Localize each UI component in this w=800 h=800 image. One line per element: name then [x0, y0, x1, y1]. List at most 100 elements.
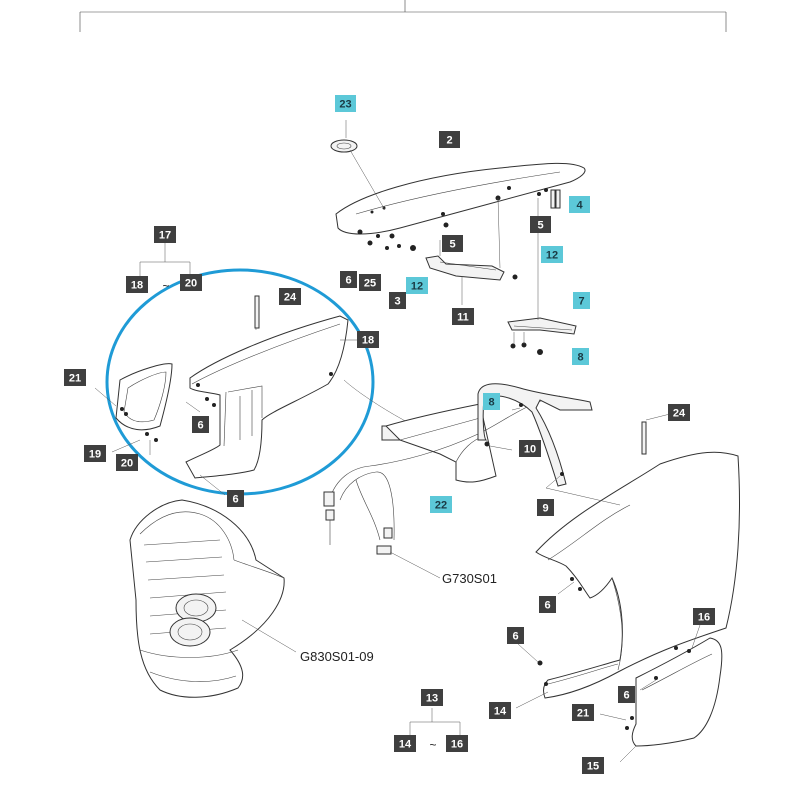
label-6-right-panel: 6: [539, 596, 556, 613]
label-10: 10: [519, 440, 541, 457]
label-6-cover: 6: [618, 686, 635, 703]
bracket-17: [139, 243, 191, 276]
label-6-panel-bottom: 6: [227, 490, 244, 507]
label-21-right: 21: [572, 704, 594, 721]
label-16-range-end: 16: [446, 735, 468, 752]
label-9: 9: [537, 499, 554, 516]
label-20: 20: [116, 454, 138, 471]
label-23: 23: [335, 95, 356, 112]
svg-text:19: 19: [89, 449, 101, 461]
svg-text:7: 7: [578, 296, 584, 308]
lamp-lens-frame: [94, 363, 173, 455]
svg-text:6: 6: [623, 690, 629, 702]
hood-badge: [330, 120, 386, 211]
svg-text:G730S01: G730S01: [442, 571, 497, 586]
front-grille-assembly: [129, 499, 297, 698]
svg-text:6: 6: [197, 420, 203, 432]
svg-text:22: 22: [435, 500, 447, 512]
label-5-center: 5: [442, 235, 463, 252]
label-3: 3: [389, 292, 406, 309]
bracket-13: [409, 708, 461, 736]
label-5-right: 5: [530, 216, 551, 233]
label-13: 13: [421, 689, 443, 706]
svg-text:~: ~: [162, 279, 169, 293]
svg-text:18: 18: [362, 335, 374, 347]
svg-text:21: 21: [577, 708, 589, 720]
svg-text:2: 2: [446, 135, 452, 147]
hood-top-panel: [335, 162, 586, 235]
label-6-panel: 6: [192, 416, 209, 433]
svg-text:12: 12: [411, 281, 423, 293]
svg-text:23: 23: [339, 99, 351, 111]
label-17: 17: [154, 226, 176, 243]
svg-text:15: 15: [587, 761, 599, 773]
svg-text:G830S01-09: G830S01-09: [300, 649, 374, 664]
svg-text:14: 14: [494, 706, 507, 718]
label-18: 18: [357, 331, 379, 348]
label-14-panel: 14: [489, 702, 511, 719]
svg-text:8: 8: [577, 352, 583, 364]
hinge-plate: [507, 198, 577, 355]
tilde-13: ~: [429, 738, 436, 752]
stud-pin-right: [641, 413, 671, 455]
ref-g830s01-09: G830S01-09: [300, 649, 374, 664]
svg-text:17: 17: [159, 230, 171, 242]
lower-side-cover: [599, 624, 723, 763]
svg-text:13: 13: [426, 693, 438, 705]
svg-text:14: 14: [399, 739, 412, 751]
svg-text:6: 6: [232, 494, 238, 506]
center-shroud: [381, 403, 497, 483]
svg-text:8: 8: [488, 397, 494, 409]
label-11: 11: [452, 308, 474, 325]
label-20-range-end: 20: [180, 274, 202, 291]
svg-text:6: 6: [345, 275, 351, 287]
label-24-right: 24: [668, 404, 690, 421]
wiring-harness: [323, 395, 561, 579]
svg-text:5: 5: [537, 220, 543, 232]
svg-text:3: 3: [394, 296, 400, 308]
svg-text:6: 6: [544, 600, 550, 612]
svg-text:18: 18: [131, 280, 143, 292]
label-21-left: 21: [64, 369, 86, 386]
label-24-left: 24: [279, 288, 301, 305]
label-18-range-start: 18: [126, 276, 148, 293]
label-4: 4: [569, 196, 590, 213]
svg-text:6: 6: [512, 631, 518, 643]
label-8-frame: 8: [483, 393, 500, 410]
svg-text:9: 9: [542, 503, 548, 515]
svg-text:5: 5: [449, 239, 455, 251]
svg-text:~: ~: [429, 738, 436, 752]
left-side-panel: [185, 299, 471, 496]
label-12-right: 12: [541, 246, 563, 263]
svg-text:24: 24: [284, 292, 297, 304]
stud-pin-left: [254, 295, 260, 329]
svg-text:4: 4: [576, 200, 583, 212]
label-6-right-lower: 6: [507, 627, 524, 644]
label-12-center: 12: [406, 277, 428, 294]
svg-text:12: 12: [546, 250, 558, 262]
label-15: 15: [582, 757, 604, 774]
svg-text:25: 25: [364, 278, 376, 290]
label-2: 2: [439, 131, 460, 148]
ref-g730s01: G730S01: [442, 571, 497, 586]
frame-lines: [79, 0, 727, 32]
svg-text:20: 20: [185, 278, 197, 290]
svg-text:21: 21: [69, 373, 81, 385]
label-25: 25: [359, 274, 381, 291]
label-6-hood: 6: [340, 271, 357, 288]
svg-text:11: 11: [457, 312, 469, 324]
tilde-17: ~: [162, 279, 169, 293]
label-22: 22: [430, 496, 452, 513]
label-16-top: 16: [693, 608, 715, 625]
svg-text:16: 16: [698, 612, 710, 624]
label-8-right: 8: [572, 348, 589, 365]
label-14-range-start: 14: [394, 735, 416, 752]
hinge-bracket: [425, 197, 505, 305]
svg-text:10: 10: [524, 444, 536, 456]
right-side-panel: [515, 451, 740, 709]
label-7: 7: [573, 292, 590, 309]
svg-text:20: 20: [121, 458, 133, 470]
label-19: 19: [84, 445, 106, 462]
svg-text:16: 16: [451, 739, 463, 751]
